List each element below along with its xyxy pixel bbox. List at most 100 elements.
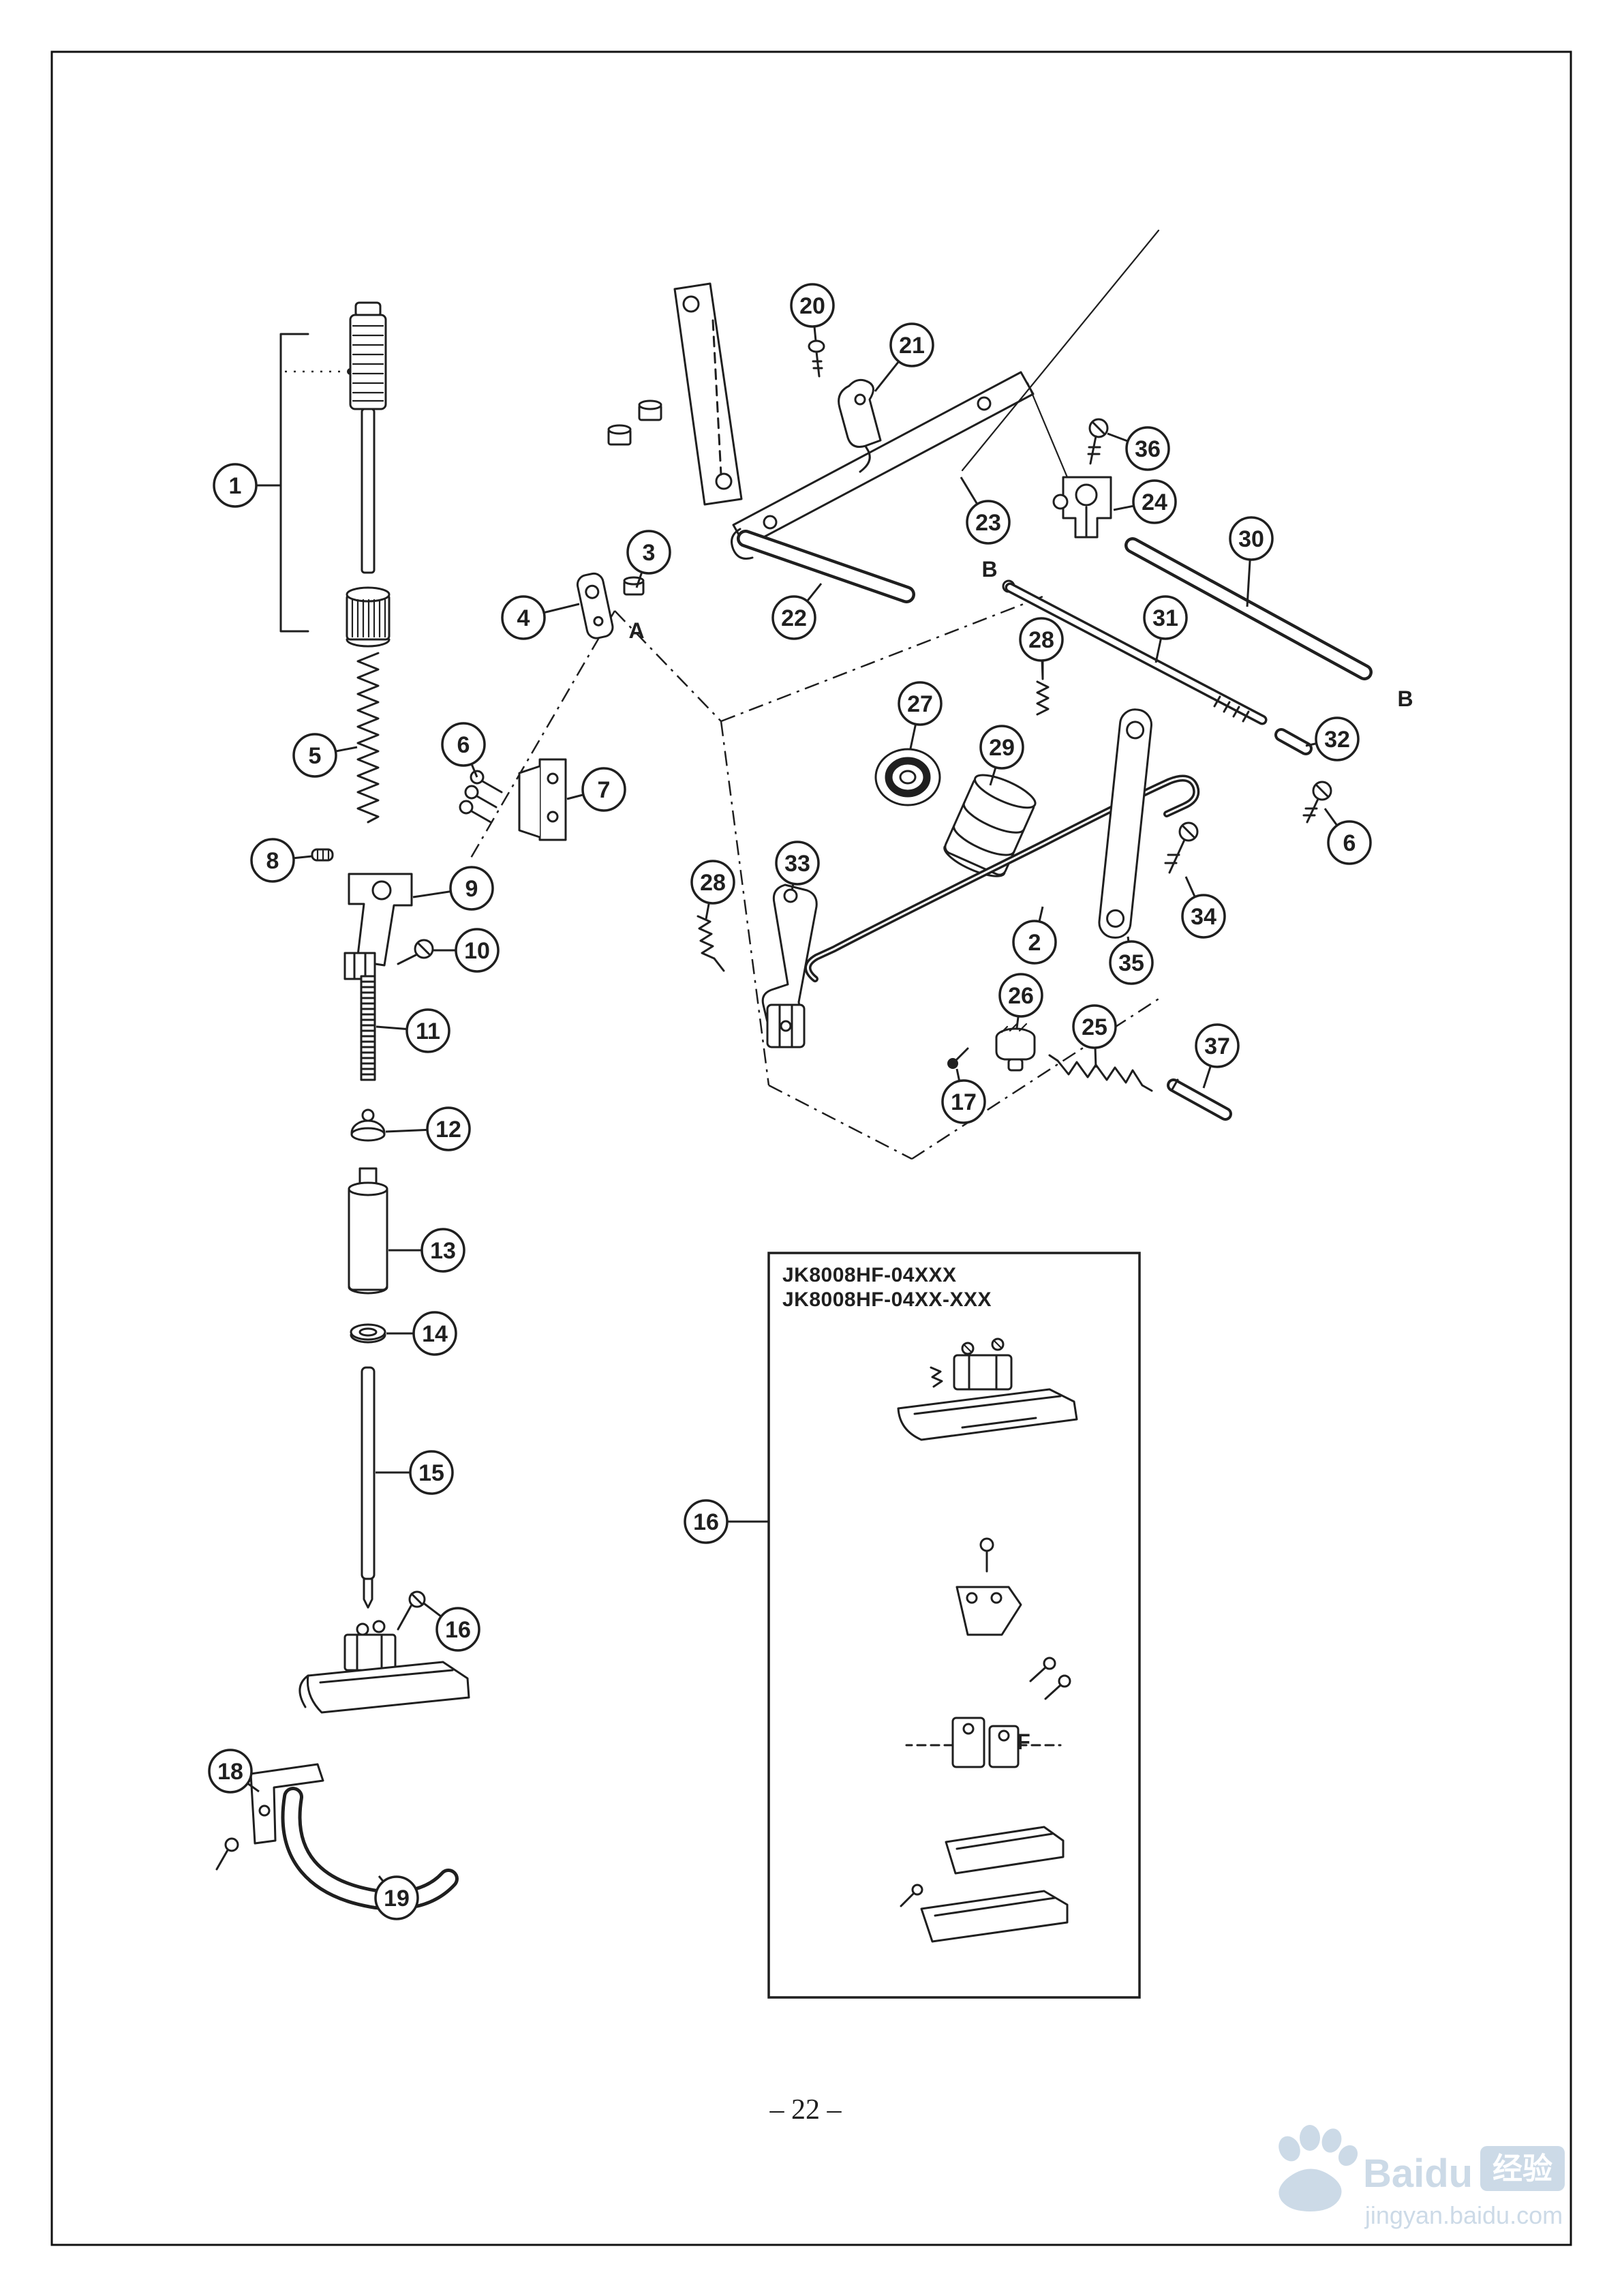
part-5-spring bbox=[356, 652, 380, 824]
callout-9: 9 bbox=[412, 866, 494, 911]
svg-text:16: 16 bbox=[693, 1509, 719, 1535]
part-17-screw bbox=[947, 1047, 969, 1069]
svg-text:18: 18 bbox=[217, 1759, 243, 1785]
svg-text:21: 21 bbox=[899, 333, 925, 359]
paw-icon bbox=[1279, 2125, 1358, 2211]
callout-28: 28 bbox=[690, 860, 735, 920]
part-19-foot-guide bbox=[281, 1787, 459, 1911]
svg-text:5: 5 bbox=[309, 743, 322, 769]
callout-17: 17 bbox=[941, 1068, 986, 1124]
ref-label-B: B bbox=[1397, 686, 1413, 711]
svg-text:4: 4 bbox=[517, 605, 530, 631]
part-7-bracket bbox=[518, 758, 567, 841]
part-36-screw bbox=[1087, 418, 1109, 465]
page-border bbox=[50, 50, 1572, 2246]
part-20-screw bbox=[808, 339, 825, 378]
part-small-nuts bbox=[607, 399, 662, 446]
svg-text:10: 10 bbox=[464, 938, 490, 964]
ref-label-B: B bbox=[981, 557, 997, 581]
callout-25: 25 bbox=[1072, 1004, 1117, 1068]
callout-8: 8 bbox=[250, 838, 313, 883]
callout-18: 18 bbox=[208, 1749, 260, 1794]
part-33-lever bbox=[761, 883, 818, 1048]
callout-1: 1 bbox=[213, 463, 281, 508]
part-32-barrel bbox=[1274, 728, 1313, 755]
part-15-presser-bar bbox=[361, 1366, 376, 1609]
part-29-roller bbox=[943, 774, 1037, 877]
svg-text:19: 19 bbox=[384, 1886, 410, 1912]
callout-36: 36 bbox=[1107, 426, 1170, 471]
svg-text:14: 14 bbox=[422, 1321, 448, 1347]
part-31-rod bbox=[1002, 579, 1268, 725]
svg-text:29: 29 bbox=[989, 735, 1015, 761]
svg-text:27: 27 bbox=[907, 691, 933, 717]
svg-text:13: 13 bbox=[430, 1238, 456, 1264]
callout-11: 11 bbox=[376, 1008, 450, 1053]
callout-19: 19 bbox=[374, 1875, 419, 1920]
watermark-url: jingyan.baidu.com bbox=[1364, 2201, 1563, 2229]
svg-text:31: 31 bbox=[1152, 605, 1178, 631]
svg-text:9: 9 bbox=[465, 876, 478, 902]
svg-text:17: 17 bbox=[951, 1089, 977, 1115]
svg-text:30: 30 bbox=[1238, 526, 1264, 552]
callout-33: 33 bbox=[775, 841, 820, 891]
svg-text:36: 36 bbox=[1135, 436, 1161, 462]
watermark-badge-box bbox=[1480, 2146, 1565, 2191]
callout-12: 12 bbox=[385, 1106, 471, 1151]
part-14-washer bbox=[350, 1323, 386, 1344]
inset-top-view-diagram bbox=[897, 1338, 1078, 1441]
svg-text:1: 1 bbox=[229, 473, 242, 499]
callout-34: 34 bbox=[1181, 876, 1226, 939]
callout-27: 27 bbox=[898, 681, 943, 749]
callout-2: 2 bbox=[1012, 906, 1057, 965]
svg-text:7: 7 bbox=[598, 777, 611, 803]
svg-text:15: 15 bbox=[418, 1460, 444, 1486]
svg-text:28: 28 bbox=[1028, 627, 1054, 653]
part-4-strap bbox=[576, 572, 614, 639]
callout-22: 22 bbox=[771, 583, 823, 640]
callout-5: 5 bbox=[292, 733, 358, 778]
part-9-clamp bbox=[343, 873, 413, 980]
svg-text:20: 20 bbox=[799, 293, 825, 319]
part-30-rod bbox=[1124, 537, 1373, 680]
svg-text:8: 8 bbox=[266, 848, 279, 874]
callout-10: 10 bbox=[433, 928, 500, 973]
svg-text:6: 6 bbox=[1343, 830, 1356, 856]
part-25-spring bbox=[1048, 1054, 1153, 1092]
part-10-screw bbox=[397, 939, 434, 965]
callout-6: 6 bbox=[1323, 808, 1372, 865]
part-11-spring bbox=[360, 975, 376, 1081]
part-24-clamp bbox=[1052, 476, 1112, 539]
part-18-bracket bbox=[215, 1763, 324, 1871]
callout-35: 35 bbox=[1109, 936, 1154, 985]
callout-21: 21 bbox=[874, 322, 934, 392]
svg-text:37: 37 bbox=[1204, 1033, 1230, 1059]
callout-13: 13 bbox=[388, 1228, 465, 1273]
callout-37: 37 bbox=[1195, 1023, 1240, 1089]
svg-text:11: 11 bbox=[416, 1018, 440, 1044]
inset-model-label-2: JK8008HF-04XX-XXX bbox=[782, 1288, 992, 1311]
part-2-wire-guide bbox=[804, 774, 1200, 982]
callout-3: 3 bbox=[626, 530, 671, 588]
callout-6: 6 bbox=[441, 722, 486, 778]
part-12-guide bbox=[350, 1108, 386, 1142]
callout-20: 20 bbox=[790, 283, 835, 342]
ref-label-F: F bbox=[1017, 1729, 1030, 1754]
svg-text:24: 24 bbox=[1142, 489, 1167, 515]
inset-model-label-1: JK8008HF-04XXX bbox=[782, 1264, 956, 1286]
part-6-screws bbox=[459, 770, 503, 824]
watermark-brand: Baidu bbox=[1363, 2151, 1473, 2196]
callout-31: 31 bbox=[1143, 595, 1188, 663]
inset-variant-box: JK8008HF-04XXX JK8008HF-04XX-XXX bbox=[767, 1252, 1141, 1999]
svg-text:35: 35 bbox=[1118, 950, 1144, 976]
svg-text:23: 23 bbox=[975, 510, 1001, 536]
page-number: – 22 – bbox=[769, 2094, 842, 2126]
svg-text:33: 33 bbox=[784, 851, 810, 877]
part-16-presser-foot-assembly bbox=[299, 1590, 470, 1714]
part-1-bracket bbox=[279, 333, 354, 633]
callout-28: 28 bbox=[1019, 617, 1064, 680]
ref-label-A: A bbox=[628, 618, 644, 643]
callout-29: 29 bbox=[979, 725, 1024, 786]
